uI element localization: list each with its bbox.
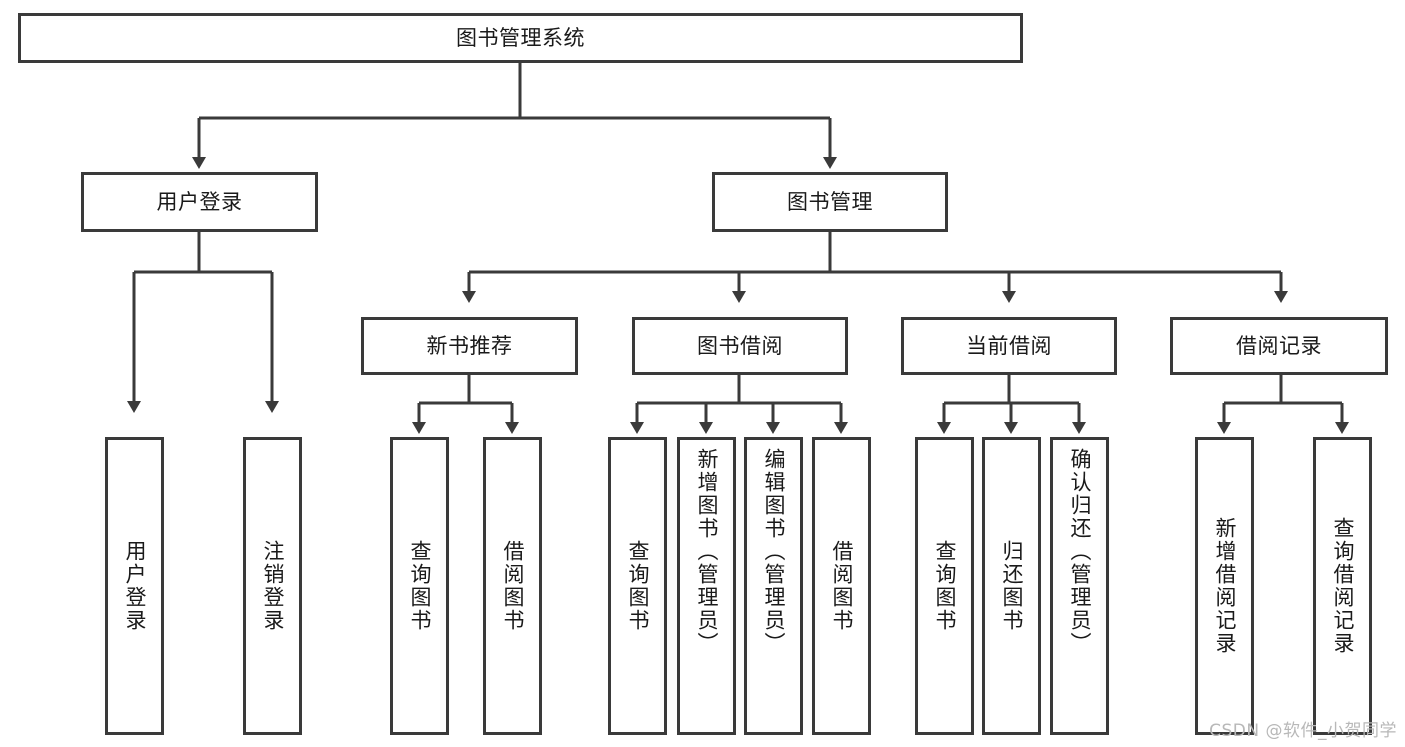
node-root[interactable]: 图书管理系统: [18, 13, 1023, 63]
csdn-watermark: CSDN @软件_小贺同学: [1209, 721, 1397, 741]
node-leaf-query-book-1[interactable]: 查询图书: [390, 437, 449, 735]
node-leaf-confirm-return[interactable]: 确认归还（管理员）: [1050, 437, 1109, 735]
node-book-borrow[interactable]: 图书借阅: [632, 317, 848, 375]
node-leaf-logout-label: 注销登录: [260, 540, 285, 632]
node-leaf-user-login[interactable]: 用户登录: [105, 437, 164, 735]
node-leaf-query-record-label: 查询借阅记录: [1330, 517, 1355, 655]
node-new-book-recommend[interactable]: 新书推荐: [361, 317, 578, 375]
node-user-login[interactable]: 用户登录: [81, 172, 318, 232]
node-current-borrow-label: 当前借阅: [966, 333, 1052, 358]
node-leaf-query-book-3-label: 查询图书: [932, 540, 957, 632]
node-leaf-query-book-1-label: 查询图书: [407, 540, 432, 632]
node-leaf-borrow-book-2[interactable]: 借阅图书: [812, 437, 871, 735]
node-leaf-logout[interactable]: 注销登录: [243, 437, 302, 735]
node-leaf-add-book[interactable]: 新增图书（管理员）: [677, 437, 736, 735]
node-leaf-borrow-book-1-label: 借阅图书: [500, 540, 525, 632]
node-leaf-user-login-label: 用户登录: [122, 540, 147, 632]
node-leaf-edit-book-label: 编辑图书（管理员）: [761, 448, 786, 655]
node-leaf-return-book[interactable]: 归还图书: [982, 437, 1041, 735]
node-leaf-add-record[interactable]: 新增借阅记录: [1195, 437, 1254, 735]
node-leaf-return-book-label: 归还图书: [999, 540, 1024, 632]
node-book-manage-label: 图书管理: [787, 189, 873, 214]
node-book-manage[interactable]: 图书管理: [712, 172, 948, 232]
node-new-book-recommend-label: 新书推荐: [426, 333, 513, 358]
node-leaf-add-record-label: 新增借阅记录: [1212, 517, 1237, 655]
node-book-borrow-label: 图书借阅: [697, 333, 783, 358]
node-leaf-query-book-2-label: 查询图书: [625, 540, 650, 632]
node-leaf-confirm-return-label: 确认归还（管理员）: [1067, 448, 1092, 655]
node-leaf-borrow-book-1[interactable]: 借阅图书: [483, 437, 542, 735]
node-leaf-borrow-book-2-label: 借阅图书: [829, 540, 854, 632]
node-leaf-query-book-2[interactable]: 查询图书: [608, 437, 667, 735]
node-leaf-edit-book[interactable]: 编辑图书（管理员）: [744, 437, 803, 735]
node-leaf-query-record[interactable]: 查询借阅记录: [1313, 437, 1372, 735]
node-user-login-label: 用户登录: [156, 189, 243, 214]
node-current-borrow[interactable]: 当前借阅: [901, 317, 1117, 375]
node-leaf-add-book-label: 新增图书（管理员）: [694, 448, 719, 655]
node-borrow-record[interactable]: 借阅记录: [1170, 317, 1388, 375]
node-leaf-query-book-3[interactable]: 查询图书: [915, 437, 974, 735]
node-root-label: 图书管理系统: [456, 25, 585, 50]
node-borrow-record-label: 借阅记录: [1236, 333, 1322, 358]
